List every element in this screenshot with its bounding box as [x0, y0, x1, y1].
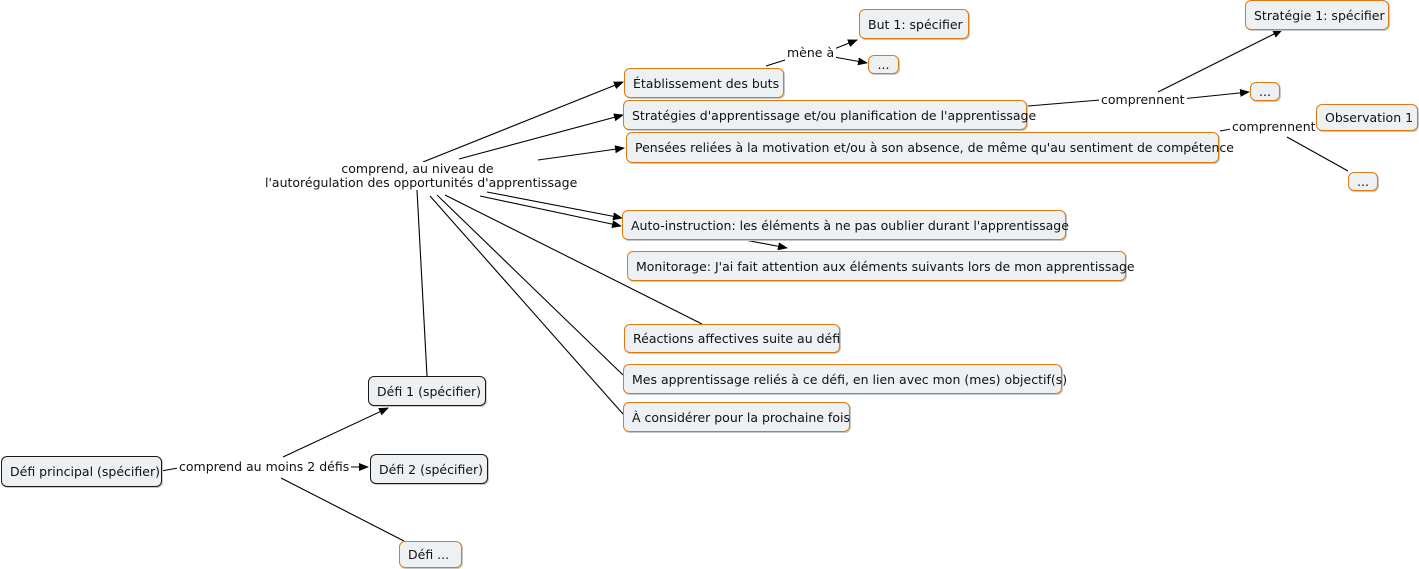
- edge-strategies-comprennent: [1027, 99, 1101, 107]
- node-challenge-1[interactable]: Défi 1 (spécifier): [368, 376, 486, 406]
- edge-central-pensees: [537, 145, 625, 161]
- node-learnings-label: Mes apprentissage reliés à ce défi, en l…: [632, 371, 1068, 387]
- node-main-challenge[interactable]: Défi principal (spécifier): [1, 456, 162, 487]
- node-observation-1[interactable]: Observation 1: [1316, 104, 1418, 131]
- node-observation-more[interactable]: ...: [1348, 172, 1378, 191]
- edge-central-reactions: [444, 194, 703, 325]
- node-motivation-thoughts-label: Pensées reliées à la motivation et/ou à …: [635, 140, 1234, 155]
- edge-comprennent-strategiemore: [1180, 88, 1250, 100]
- node-goal-setting-label: Établissement des buts: [633, 75, 780, 91]
- node-motivation-thoughts[interactable]: Pensées reliées à la motivation et/ou à …: [626, 132, 1234, 163]
- node-challenge-more-label: Défi ...: [408, 547, 450, 562]
- node-goal-setting[interactable]: Établissement des buts: [624, 68, 784, 98]
- link-label-comprennent-observations: comprennent: [1230, 119, 1318, 134]
- edge-central-autoinstruction-b: [479, 195, 622, 229]
- node-self-instruction[interactable]: Auto-instruction: les éléments à ne pas …: [622, 210, 1069, 240]
- node-strategy-more-label: ...: [1259, 84, 1271, 99]
- node-strategy-more[interactable]: ...: [1250, 82, 1280, 101]
- edge-comprennent-observationmore: [1286, 136, 1349, 172]
- link-label-comprend-niveau-line1: comprend, au niveau de: [341, 161, 494, 176]
- edge-autoinstruction-monitorage: [744, 239, 788, 251]
- edge-central-autoinstruction-a: [486, 191, 623, 221]
- node-strategies[interactable]: Stratégies d'apprentissage et/ou planifi…: [623, 100, 1036, 130]
- link-label-comprennent-strategies: comprennent: [1099, 92, 1187, 107]
- node-challenge-2[interactable]: Défi 2 (spécifier): [370, 454, 488, 484]
- node-affective-reactions-label: Réactions affectives suite au défi: [633, 331, 841, 346]
- node-goal-more-label: ...: [877, 57, 890, 72]
- edge-central-buts: [422, 81, 624, 163]
- node-strategies-label: Stratégies d'apprentissage et/ou planifi…: [632, 107, 1037, 123]
- edge-label-defi1: [282, 407, 389, 458]
- node-goal-1[interactable]: But 1: spécifier: [859, 9, 969, 39]
- node-goal-1-label: But 1: spécifier: [868, 16, 963, 32]
- node-learnings[interactable]: Mes apprentissage reliés à ce défi, en l…: [623, 364, 1067, 394]
- link-label-comprend-niveau: comprend, au niveau de l'autorégulation …: [263, 161, 578, 190]
- edge-central-strategies: [458, 113, 624, 160]
- node-challenge-1-label: Défi 1 (spécifier): [377, 383, 482, 399]
- node-challenge-more[interactable]: Défi ...: [399, 541, 462, 568]
- edge-defi1-central: [416, 189, 428, 377]
- node-self-instruction-label: Auto-instruction: les éléments à ne pas …: [631, 217, 1069, 233]
- edge-buts-mene: [765, 59, 786, 67]
- edge-central-apprentissages: [436, 194, 624, 376]
- node-affective-reactions[interactable]: Réactions affectives suite au défi: [624, 324, 840, 353]
- edge-label-defi3: [280, 477, 405, 542]
- edge-comprennent-strategie1: [1157, 29, 1283, 93]
- edge-pensees-comprennent: [1219, 128, 1232, 132]
- node-monitoring[interactable]: Monitorage: J'ai fait attention aux élém…: [627, 251, 1135, 281]
- edge-mene-butmore: [833, 56, 868, 66]
- node-goal-more[interactable]: ...: [868, 55, 899, 74]
- node-next-time[interactable]: À considérer pour la prochaine fois: [623, 402, 850, 432]
- edge-main-to-label: [160, 467, 179, 472]
- node-next-time-label: À considérer pour la prochaine fois: [632, 409, 850, 425]
- link-label-mene-a: mène à: [785, 45, 837, 60]
- edge-mene-but1: [833, 39, 858, 50]
- edge-central-considerer: [429, 195, 624, 415]
- node-observation-more-label: ...: [1357, 174, 1369, 189]
- node-observation-1-label: Observation 1: [1325, 110, 1414, 125]
- link-label-comprend-niveau-line2: l'autorégulation des opportunités d'appr…: [265, 175, 578, 190]
- node-strategy-1-label: Stratégie 1: spécifier: [1254, 7, 1385, 23]
- node-main-challenge-label: Défi principal (spécifier): [10, 464, 160, 479]
- node-challenge-2-label: Défi 2 (spécifier): [379, 461, 484, 477]
- link-label-comprend-defis: comprend au moins 2 défis: [177, 459, 352, 474]
- node-monitoring-label: Monitorage: J'ai fait attention aux élém…: [636, 258, 1135, 274]
- node-strategy-1[interactable]: Stratégie 1: spécifier: [1245, 0, 1389, 30]
